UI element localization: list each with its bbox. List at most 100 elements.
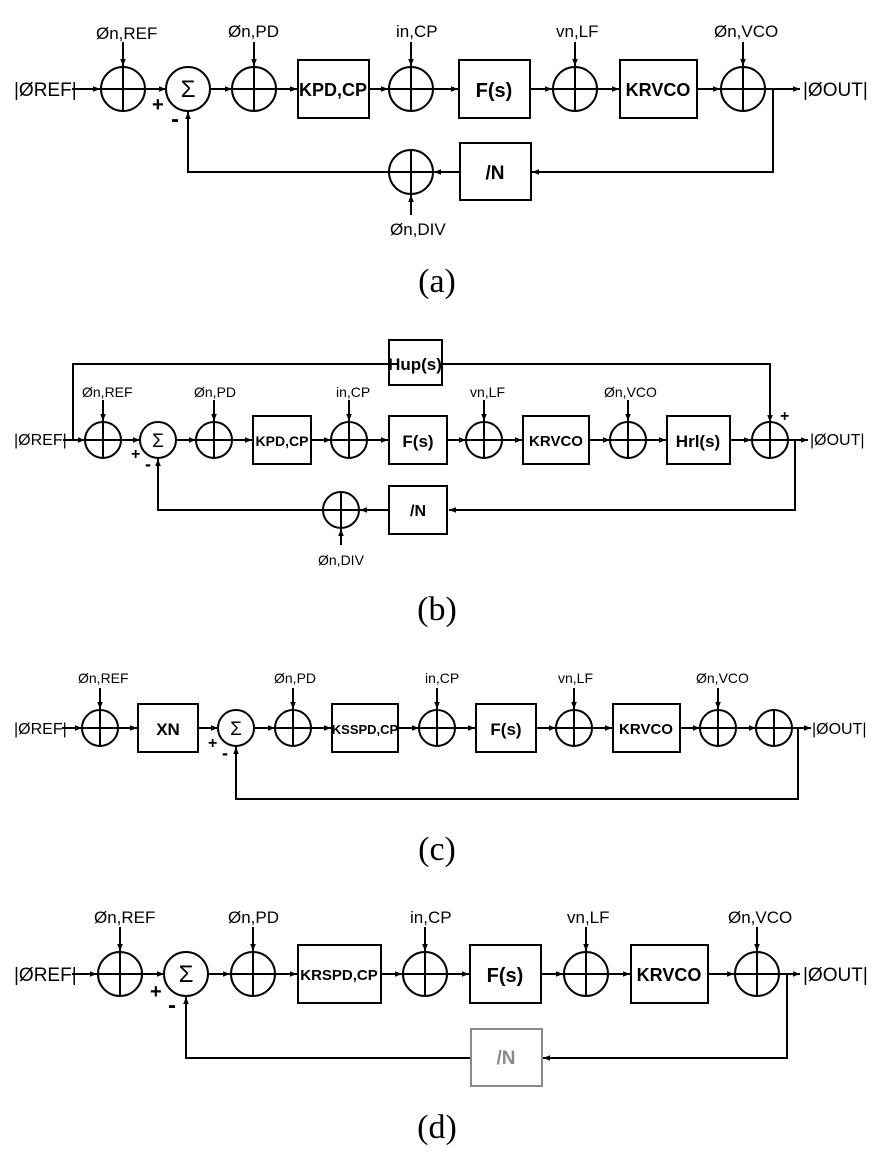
svg-text:KPD,CP: KPD,CP (299, 80, 367, 100)
svg-text:Σ: Σ (179, 961, 194, 988)
caption-a: (a) (418, 263, 456, 300)
divider-block: /N (459, 142, 532, 201)
noise-div-label: Øn,DIV (390, 220, 446, 239)
noise-cp-label: in,CP (396, 22, 438, 41)
sum-node-out (751, 421, 789, 459)
svg-text:Σ: Σ (230, 719, 242, 740)
svg-text:Hup(s): Hup(s) (388, 355, 442, 374)
sum-node-lf (555, 709, 593, 747)
sum-node-vco (699, 709, 737, 747)
phi-ref-label: |ØREF| (14, 432, 67, 449)
noise-lf-label: vn,LF (470, 384, 505, 400)
phase-detector-sum: Σ (139, 421, 177, 459)
noise-ref-label: Øn,REF (82, 384, 133, 400)
noise-vco-label: Øn,VCO (604, 384, 657, 400)
plus-sign: + (131, 446, 140, 463)
svg-text:KRVCO: KRVCO (529, 433, 583, 450)
phase-detector-sum: Σ (163, 951, 209, 997)
noise-ref-label: Øn,REF (96, 24, 157, 43)
noise-pd-label: Øn,PD (194, 384, 236, 400)
sum-node-div (388, 149, 434, 195)
phi-out-label: |ØOUT| (803, 80, 868, 101)
svg-text:XN: XN (156, 720, 180, 739)
kpd-cp-block: KPD,CP (252, 415, 312, 465)
noise-div-label: Øn,DIV (318, 552, 365, 568)
svg-text:F(s): F(s) (490, 720, 521, 739)
svg-text:Σ: Σ (181, 76, 196, 103)
svg-text:KRVCO: KRVCO (626, 80, 691, 100)
noise-pd-label: Øn,PD (274, 670, 316, 686)
kvco-block: KRVCO (522, 415, 590, 465)
multiplier-block: XN (137, 703, 199, 753)
svg-text:F(s): F(s) (402, 432, 433, 451)
panel-b: |ØREF| |ØOUT| Øn,REF Øn,PD in,CP vn (14, 339, 865, 628)
noise-lf-label: vn,LF (558, 670, 593, 686)
sum-node-cp (388, 66, 434, 112)
kpd-cp-block: KRSPD,CP (297, 944, 382, 1004)
kvco-block: KRVCO (619, 59, 698, 119)
noise-pd-label: Øn,PD (228, 22, 279, 41)
panel-c: |ØREF| |ØOUT| Øn,REF Øn,PD in,CP vn,LF Ø… (14, 670, 867, 868)
svg-text:KPD,CP: KPD,CP (256, 433, 309, 449)
sum-node-pd (230, 951, 276, 997)
phi-out-label: |ØOUT| (803, 965, 868, 986)
svg-text:KSSPD,CP: KSSPD,CP (332, 722, 399, 737)
sum-node-lf (563, 951, 609, 997)
noise-lf-label: vn,LF (567, 908, 610, 927)
svg-text:Σ: Σ (152, 431, 164, 452)
sum-node-ref (97, 951, 143, 997)
phase-detector-sum: Σ (217, 709, 255, 747)
minus-sign: - (168, 992, 176, 1019)
kvco-block: KRVCO (630, 944, 709, 1004)
noise-vco-label: Øn,VCO (696, 670, 749, 686)
svg-text:Hrl(s): Hrl(s) (676, 432, 720, 451)
caption-c: (c) (418, 831, 456, 868)
sum-node-ref (84, 421, 122, 459)
minus-sign: - (145, 454, 151, 474)
noise-cp-label: in,CP (410, 908, 452, 927)
noise-lf-label: vn,LF (556, 22, 599, 41)
plus-sign: + (208, 735, 217, 752)
plus-sign: + (150, 981, 162, 1003)
phi-ref-label: |ØREF| (14, 80, 77, 101)
plus-sign: + (152, 94, 164, 116)
noise-cp-label: in,CP (336, 384, 370, 400)
svg-text:F(s): F(s) (487, 965, 524, 987)
sum-node-cp (402, 951, 448, 997)
panel-a: |ØREF| |ØOUT| Øn,REF Øn,PD in,CP vn,LF Ø… (14, 22, 868, 300)
phi-ref-label: |ØREF| (14, 721, 67, 738)
svg-text:KRSPD,CP: KRSPD,CP (300, 967, 378, 984)
sum-node-vco (609, 421, 647, 459)
kpd-cp-block: KSSPD,CP (331, 703, 399, 753)
loop-filter-block: F(s) (388, 415, 448, 465)
loop-filter-block: F(s) (475, 703, 537, 753)
sum-node-vco (720, 66, 766, 112)
noise-pd-label: Øn,PD (228, 908, 279, 927)
noise-cp-label: in,CP (425, 670, 459, 686)
sum-node-ref (81, 709, 119, 747)
hrl-block: Hrl(s) (666, 415, 731, 465)
sum-node-pd (195, 421, 233, 459)
phase-detector-sum: Σ (165, 66, 211, 112)
loop-filter-block: F(s) (469, 944, 542, 1004)
svg-text:/N: /N (497, 1048, 516, 1069)
svg-text:KRVCO: KRVCO (619, 721, 673, 738)
sum-node-ref (100, 66, 146, 112)
minus-sign: - (222, 743, 228, 763)
noise-ref-label: Øn,REF (94, 908, 155, 927)
phi-out-label: |ØOUT| (810, 432, 865, 449)
sum-node-pd (231, 66, 277, 112)
svg-text:/N: /N (410, 503, 426, 520)
svg-text:/N: /N (486, 163, 505, 184)
svg-text:KRVCO: KRVCO (637, 965, 702, 985)
sum-node-pd (274, 709, 312, 747)
caption-b: (b) (417, 591, 457, 628)
sum-node-lf (465, 421, 503, 459)
kvco-block: KRVCO (612, 703, 681, 753)
hup-block: Hup(s) (388, 339, 443, 386)
minus-sign: - (171, 106, 179, 133)
caption-d: (d) (417, 1109, 457, 1146)
svg-text:F(s): F(s) (476, 80, 513, 102)
plus-sign-out: + (780, 408, 789, 425)
